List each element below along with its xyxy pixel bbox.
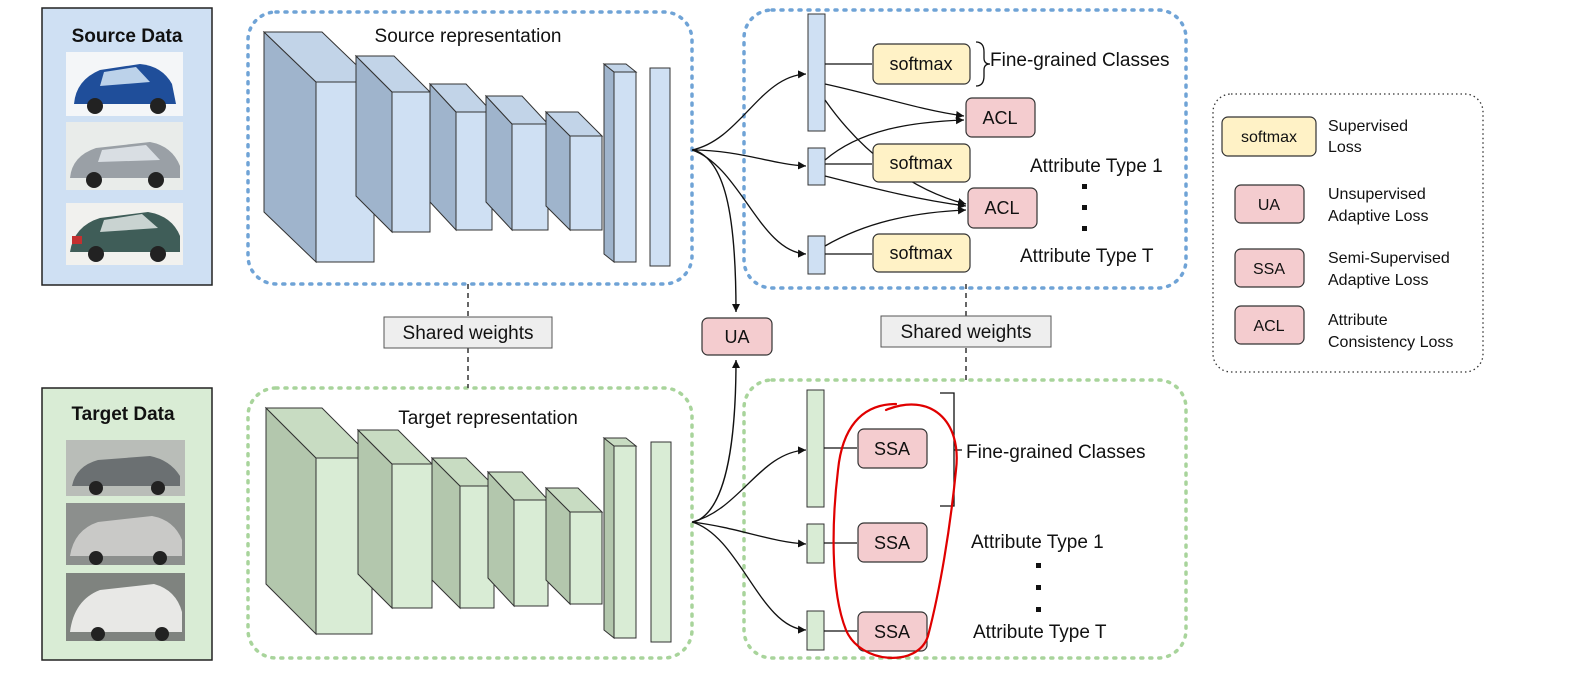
legend-desc-acl-2: Consistency Loss — [1328, 334, 1453, 351]
legend-item-ua: UA Unsupervised Adaptive Loss — [1234, 184, 1429, 225]
source-car-image-3 — [66, 203, 183, 265]
source-car-image-1 — [66, 52, 183, 116]
legend-item-softmax: softmax Supervised Loss — [1221, 116, 1408, 157]
target-representation-label: Target representation — [398, 408, 578, 429]
target-fine-grained-label: Fine-grained Classes — [966, 442, 1146, 463]
legend-key-acl: ACL — [1253, 318, 1284, 335]
target-ssa-2: SSA — [874, 533, 910, 553]
shared-weights-right: Shared weights — [880, 284, 1052, 380]
source-representation-label: Source representation — [375, 26, 562, 47]
ua-loss-node: UA — [693, 149, 773, 523]
source-heads-group: softmax softmax softmax ACL ACL Fine-gra… — [691, 8, 1188, 290]
target-data-title: Target Data — [71, 404, 175, 425]
source-softmax-2: softmax — [889, 153, 952, 173]
source-softmax-1: softmax — [889, 54, 952, 74]
legend-key-ssa: SSA — [1253, 261, 1285, 278]
legend-key-ua: UA — [1258, 197, 1281, 214]
legend-desc-softmax-2: Loss — [1328, 139, 1362, 156]
target-car-image-3 — [66, 573, 185, 641]
target-ssa-3: SSA — [874, 622, 910, 642]
target-network-group: Target representation — [246, 386, 694, 660]
target-conv-layers — [264, 406, 672, 643]
target-attr-t-label: Attribute Type T — [973, 622, 1107, 643]
source-acl-1: ACL — [982, 108, 1017, 128]
legend-desc-softmax-1: Supervised — [1328, 118, 1408, 135]
target-heads-group: SSA SSA SSA Fine-grained Classes Attribu… — [691, 378, 1188, 660]
legend-key-softmax: softmax — [1241, 129, 1297, 146]
source-attr-t-label: Attribute Type T — [1020, 246, 1154, 267]
target-ssa-1: SSA — [874, 439, 910, 459]
legend-desc-acl-1: Attribute — [1328, 312, 1388, 329]
shared-weights-left: Shared weights — [383, 284, 553, 388]
legend-desc-ssa-1: Semi-Supervised — [1328, 250, 1450, 267]
shared-weights-left-label: Shared weights — [403, 323, 534, 344]
shared-weights-right-label: Shared weights — [901, 322, 1032, 343]
red-annotation-circle — [832, 402, 958, 659]
target-data-panel: Target Data — [41, 387, 213, 661]
source-network-group: Source representation — [246, 10, 694, 286]
legend-desc-ua-2: Adaptive Loss — [1328, 208, 1429, 225]
target-car-image-2 — [66, 503, 185, 565]
legend-item-ssa: SSA Semi-Supervised Adaptive Loss — [1234, 248, 1450, 289]
source-attr-1-label: Attribute Type 1 — [1030, 156, 1163, 177]
target-attr-1-label: Attribute Type 1 — [971, 532, 1104, 553]
source-data-panel: Source Data — [41, 7, 213, 286]
legend-item-acl: ACL Attribute Consistency Loss — [1234, 305, 1453, 351]
source-data-title: Source Data — [72, 26, 183, 47]
source-car-image-2 — [66, 122, 183, 190]
source-fine-grained-label: Fine-grained Classes — [990, 50, 1170, 71]
source-conv-layers — [262, 30, 671, 267]
source-acl-2: ACL — [984, 198, 1019, 218]
ua-label: UA — [724, 327, 749, 347]
legend: softmax Supervised Loss UA Unsupervised … — [1212, 93, 1484, 373]
legend-desc-ssa-2: Adaptive Loss — [1328, 272, 1429, 289]
target-car-image-1 — [66, 440, 185, 496]
source-softmax-3: softmax — [889, 243, 952, 263]
legend-desc-ua-1: Unsupervised — [1328, 186, 1426, 203]
